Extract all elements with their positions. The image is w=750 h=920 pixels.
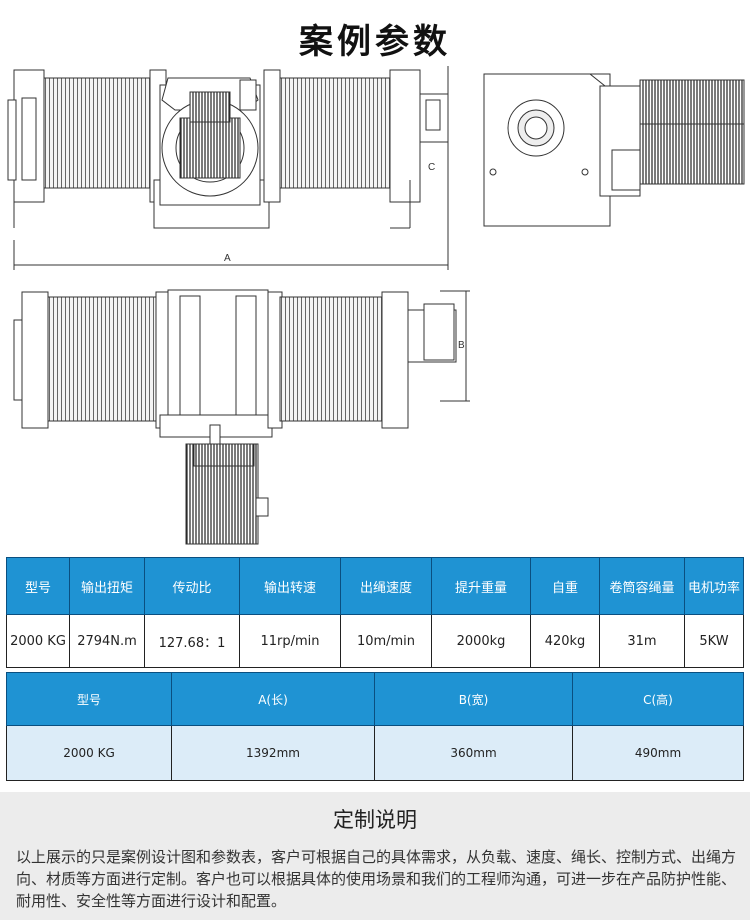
spec-header-cell: 电机功率	[684, 557, 744, 615]
top-view	[13, 289, 470, 545]
spec-table: 型号 输出扭矩 传动比 输出转速 出绳速度 提升重量 自重 卷筒容绳量 电机功率…	[6, 557, 744, 668]
spec-cell: 420kg	[530, 614, 600, 668]
spec-cell: 2000 KG	[6, 614, 70, 668]
spec-cell: 10m/min	[340, 614, 432, 668]
spec-header-cell: 型号	[6, 557, 70, 615]
page-title: 案例参数	[299, 22, 451, 62]
dimension-cell: 2000 KG	[6, 725, 172, 781]
spec-header-cell: 输出转速	[239, 557, 341, 615]
customization-section: 定制说明 以上展示的只是案例设计图和参数表，客户可根据自己的具体需求，从负载、速…	[0, 792, 750, 920]
spec-header-cell: 提升重量	[431, 557, 531, 615]
dimension-cell: 490mm	[572, 725, 744, 781]
dimension-header-cell: A(长)	[171, 672, 375, 726]
customization-title: 定制说明	[333, 808, 417, 832]
spec-header-cell: 自重	[530, 557, 600, 615]
dimension-table-header-row: 型号 A(长) B(宽) C(高)	[6, 672, 744, 726]
spec-cell: 127.68：1	[144, 614, 240, 668]
table-row: 2000 KG 1392mm 360mm 490mm	[6, 725, 744, 781]
spec-cell: 5KW	[684, 614, 744, 668]
table-row: 2000 KG 2794N.m 127.68：1 11rp/min 10m/mi…	[6, 614, 744, 668]
dimension-cell: 1392mm	[171, 725, 375, 781]
spec-cell: 31m	[599, 614, 685, 668]
dimension-header-cell: 型号	[6, 672, 172, 726]
spec-header-cell: 传动比	[144, 557, 240, 615]
dimension-table: 型号 A(长) B(宽) C(高) 2000 KG 1392mm 360mm 4…	[6, 672, 744, 781]
spec-header-cell: 输出扭矩	[69, 557, 145, 615]
spec-cell: 2000kg	[431, 614, 531, 668]
spec-table-header-row: 型号 输出扭矩 传动比 输出转速 出绳速度 提升重量 自重 卷筒容绳量 电机功率	[6, 557, 744, 615]
dimension-header-cell: C(高)	[572, 672, 744, 726]
spec-header-cell: 卷筒容绳量	[599, 557, 685, 615]
spec-header-cell: 出绳速度	[340, 557, 432, 615]
dimension-header-cell: B(宽)	[374, 672, 573, 726]
spec-cell: 2794N.m	[69, 614, 145, 668]
dimension-label-c: C	[428, 162, 436, 173]
customization-body: 以上展示的只是案例设计图和参数表，客户可根据自己的具体需求，从负载、速度、绳长、…	[16, 848, 737, 910]
front-view	[7, 66, 449, 270]
dimension-cell: 360mm	[374, 725, 573, 781]
side-view	[483, 73, 745, 227]
spec-cell: 11rp/min	[239, 614, 341, 668]
dimension-label-b: B	[458, 340, 465, 351]
dimension-label-a: A	[224, 253, 231, 264]
winch-drawings	[7, 66, 745, 545]
